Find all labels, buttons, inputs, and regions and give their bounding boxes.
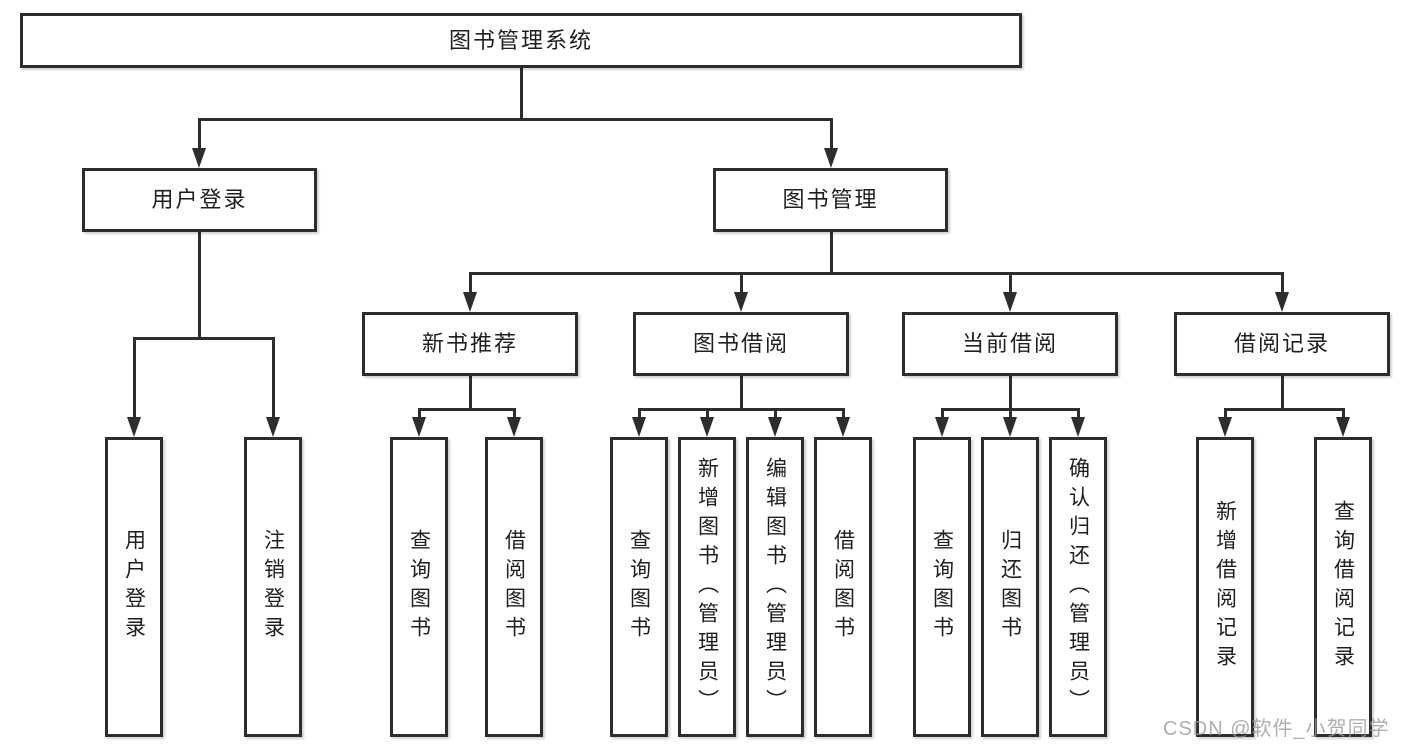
connector-hline	[469, 272, 1284, 275]
node-label: 新增借阅记录	[1213, 500, 1237, 674]
node-label: 注销登录	[261, 529, 285, 645]
node-borrowing-records: 借阅记录	[1174, 312, 1390, 376]
connector-vline	[469, 272, 472, 294]
arrow-down-icon	[768, 417, 782, 437]
node-user-login: 用户登录	[82, 168, 317, 232]
node-label: 当前借阅	[961, 331, 1058, 356]
connector-vline	[830, 118, 833, 150]
connector-vline	[133, 337, 136, 419]
connector-vline	[1009, 272, 1012, 294]
node-current-borrowing: 当前借阅	[902, 312, 1118, 376]
node-label: 借阅图书	[831, 529, 855, 645]
connector-vline	[830, 232, 833, 275]
leaf-return-book: 归还图书	[981, 437, 1039, 737]
connector-vline	[740, 376, 743, 411]
node-label: 新增图书（管理员）	[695, 456, 719, 718]
node-label: 图书管理系统	[448, 27, 593, 53]
connector-vline	[1342, 408, 1345, 419]
node-label: 借阅记录	[1233, 331, 1330, 356]
arrow-down-icon	[935, 417, 949, 437]
leaf-logout: 注销登录	[244, 437, 302, 737]
connector-vline	[198, 118, 201, 150]
arrow-down-icon	[836, 417, 850, 437]
connector-vline	[774, 408, 777, 419]
node-book-borrowing: 图书借阅	[633, 312, 849, 376]
leaf-query-borrow-record: 查询借阅记录	[1314, 437, 1372, 737]
connector-vline	[941, 408, 944, 419]
connector-vline	[1224, 408, 1227, 419]
connector-hline	[133, 337, 275, 340]
connector-vline	[1009, 376, 1012, 411]
node-label: 归还图书	[998, 529, 1022, 645]
node-label: 用户登录	[151, 187, 248, 212]
connector-vline	[638, 408, 641, 419]
arrow-down-icon	[412, 417, 426, 437]
node-label: 编辑图书（管理员）	[763, 456, 787, 718]
connector-vline	[272, 337, 275, 419]
arrow-down-icon	[1336, 417, 1350, 437]
arrow-down-icon	[192, 148, 206, 168]
node-label: 图书管理	[782, 187, 879, 212]
connector-hline	[1224, 408, 1345, 411]
leaf-edit-book-admin: 编辑图书（管理员）	[746, 437, 804, 737]
leaf-current-query-book: 查询图书	[913, 437, 971, 737]
connector-vline	[1281, 376, 1284, 411]
leaf-recommend-query-book: 查询图书	[390, 437, 448, 737]
connector-vline	[198, 232, 201, 340]
node-label: 图书借阅	[692, 331, 789, 356]
arrow-down-icon	[734, 292, 748, 312]
connector-hline	[418, 408, 516, 411]
arrow-down-icon	[1218, 417, 1232, 437]
connector-vline	[1009, 408, 1012, 419]
arrow-down-icon	[127, 417, 141, 437]
node-new-book-recommend: 新书推荐	[362, 312, 578, 376]
leaf-add-borrow-record: 新增借阅记录	[1196, 437, 1254, 737]
connector-vline	[520, 68, 523, 121]
connector-vline	[418, 408, 421, 419]
node-book-management: 图书管理	[713, 168, 948, 232]
leaf-add-book-admin: 新增图书（管理员）	[678, 437, 736, 737]
arrow-down-icon	[1071, 417, 1085, 437]
arrow-down-icon	[507, 417, 521, 437]
arrow-down-icon	[463, 292, 477, 312]
connector-vline	[706, 408, 709, 419]
node-label: 用户登录	[122, 529, 146, 645]
node-library-management-system: 图书管理系统	[20, 13, 1022, 68]
arrow-down-icon	[824, 148, 838, 168]
connector-vline	[469, 376, 472, 411]
leaf-borrowing-borrow-book: 借阅图书	[814, 437, 872, 737]
arrow-down-icon	[1003, 417, 1017, 437]
node-label: 新书推荐	[421, 331, 518, 356]
node-label: 查询图书	[627, 529, 651, 645]
arrow-down-icon	[266, 417, 280, 437]
leaf-confirm-return-admin: 确认归还（管理员）	[1049, 437, 1107, 737]
connector-vline	[842, 408, 845, 419]
node-label: 确认归还（管理员）	[1066, 456, 1090, 718]
connector-vline	[513, 408, 516, 419]
csdn-watermark: CSDN @软件_小贺同学	[1163, 718, 1390, 740]
leaf-borrowing-query-book: 查询图书	[610, 437, 668, 737]
connector-hline	[198, 118, 833, 121]
arrow-down-icon	[700, 417, 714, 437]
arrow-down-icon	[1275, 292, 1289, 312]
node-label: 查询图书	[930, 529, 954, 645]
arrow-down-icon	[1003, 292, 1017, 312]
connector-vline	[1077, 408, 1080, 419]
node-label: 查询借阅记录	[1331, 500, 1355, 674]
connector-vline	[740, 272, 743, 294]
leaf-user-login: 用户登录	[105, 437, 163, 737]
node-label: 查询图书	[407, 529, 431, 645]
leaf-recommend-borrow-book: 借阅图书	[485, 437, 543, 737]
arrow-down-icon	[632, 417, 646, 437]
node-label: 借阅图书	[502, 529, 526, 645]
connector-vline	[1281, 272, 1284, 294]
